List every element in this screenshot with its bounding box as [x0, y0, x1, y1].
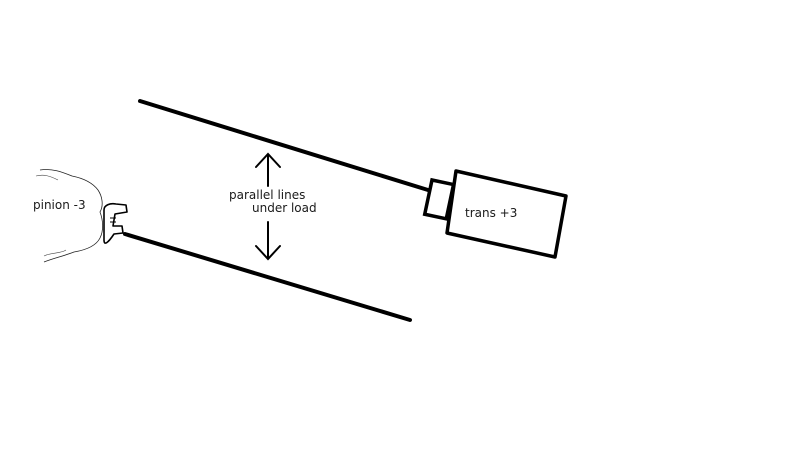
parallel-lines-label-line1: parallel lines: [229, 188, 306, 202]
parallel-lines-label-line2: under load: [252, 201, 317, 215]
upper-parallel-line: [138, 99, 430, 192]
pinion-housing-sketch: [39, 169, 104, 263]
lower-parallel-line: [123, 232, 412, 322]
transmission-box-icon: [445, 169, 568, 259]
pinion-yoke-icon: [103, 202, 128, 244]
arrow-up-icon: [255, 152, 281, 187]
pinion-label: pinion -3: [33, 198, 86, 212]
pinion-housing-sketch-inner: [35, 174, 67, 257]
arrow-down-icon: [255, 221, 281, 261]
trans-label: trans +3: [465, 206, 518, 220]
